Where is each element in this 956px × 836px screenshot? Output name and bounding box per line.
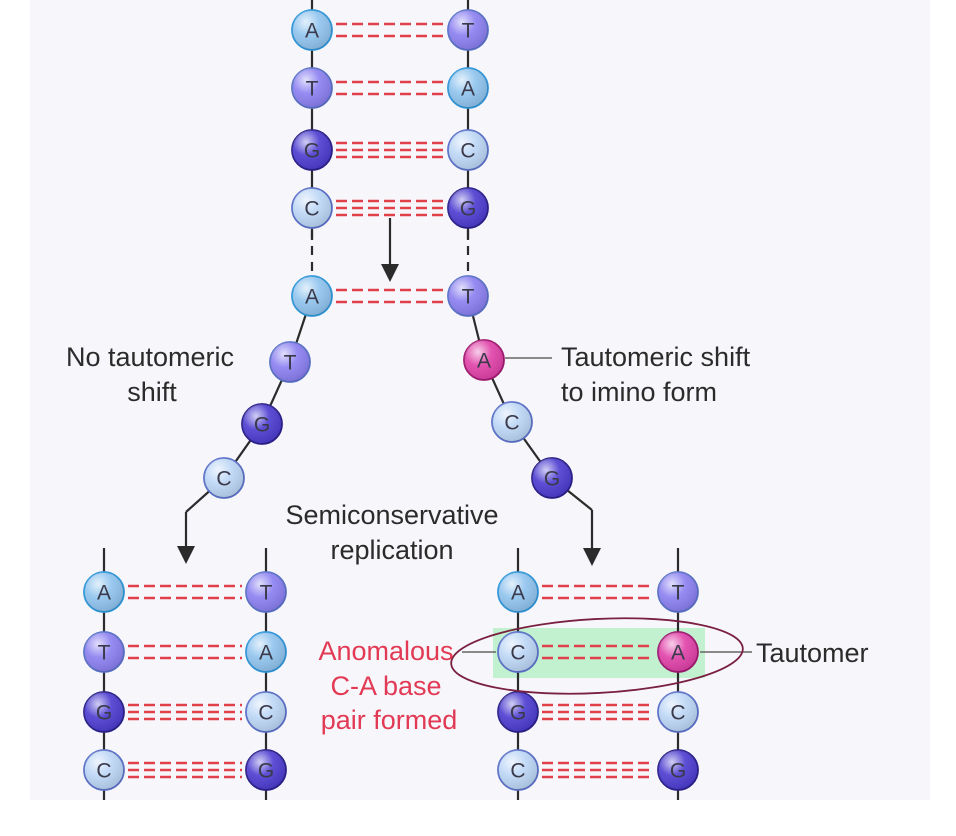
hydrogen-bonds xyxy=(128,22,654,779)
top-base-left-G: G xyxy=(291,129,333,171)
tautomeric-shift-label-line1: Tautomeric shift xyxy=(561,342,751,372)
base-letter: G xyxy=(670,760,686,783)
top-pair-bonds xyxy=(336,141,444,159)
left-daughter-base-left-G: G xyxy=(83,691,125,733)
left-daughter-base-right-A: A xyxy=(245,631,287,673)
top-pair-bonds xyxy=(336,80,444,96)
base-letter: G xyxy=(460,198,476,221)
base-letter: T xyxy=(462,20,475,43)
right-strand-base-A: A xyxy=(463,339,505,381)
top-base-left-C: C xyxy=(291,187,333,229)
fork-pair-bonds xyxy=(336,288,444,304)
top-base-right-G: G xyxy=(447,187,489,229)
base-letter: A xyxy=(477,350,491,373)
left-daughter-pair-bonds xyxy=(128,703,242,721)
top-base-left-A: A xyxy=(291,9,333,51)
base-letter: C xyxy=(216,468,231,491)
left-daughter-base-left-C: C xyxy=(83,749,125,791)
base-letter: C xyxy=(510,760,525,783)
top-base-right-T: T xyxy=(447,9,489,51)
fork-base-right: T xyxy=(447,275,489,317)
top-base-right-A: A xyxy=(447,67,489,109)
right-daughter-pair-bonds xyxy=(542,703,654,721)
right-daughter-pair-bonds xyxy=(542,584,654,600)
anomalous-label-line2: C-A base xyxy=(330,671,441,701)
left-daughter-base-right-T: T xyxy=(245,571,287,613)
left-daughter-base-left-A: A xyxy=(83,571,125,613)
top-base-left-T: T xyxy=(291,67,333,109)
semiconservative-label-line1: Semiconservative xyxy=(285,500,498,530)
right-daughter-base-left-A: A xyxy=(497,571,539,613)
base-letter: C xyxy=(510,642,525,665)
right-daughter-base-right-T: T xyxy=(657,571,699,613)
tautomeric-shift-label-line2: to imino form xyxy=(561,377,717,407)
base-letter: C xyxy=(96,760,111,783)
base-letter: A xyxy=(461,78,475,101)
top-pair-bonds xyxy=(336,22,444,38)
base-letter: G xyxy=(510,702,526,725)
left-strand-base-T: T xyxy=(269,341,311,383)
right-daughter-base-left-C: C xyxy=(497,631,539,673)
base-letter: C xyxy=(304,198,319,221)
base-letter: T xyxy=(672,582,685,605)
base-letter: A xyxy=(671,642,685,665)
anomalous-label-line3: pair formed xyxy=(321,705,458,735)
tautomer-label: Tautomer xyxy=(756,638,869,668)
base-letter: G xyxy=(544,468,560,491)
no-shift-label-line2: shift xyxy=(127,377,177,407)
left-daughter-base-right-G: G xyxy=(245,749,287,791)
top-base-right-C: C xyxy=(447,129,489,171)
base-letter: T xyxy=(306,78,319,101)
semiconservative-label-line2: replication xyxy=(330,535,453,565)
right-daughter-pair-bonds xyxy=(542,644,654,660)
anomalous-label-line1: Anomalous xyxy=(318,636,453,666)
arrows xyxy=(177,218,601,566)
base-letter: G xyxy=(254,414,270,437)
base-letter: A xyxy=(305,20,319,43)
base-letter: A xyxy=(305,286,319,309)
base-letter: G xyxy=(304,140,320,163)
right-strand-base-C: C xyxy=(491,401,533,443)
left-strand-base-C: C xyxy=(203,457,245,499)
left-daughter-base-left-T: T xyxy=(83,631,125,673)
replication-arrow-left xyxy=(177,512,195,564)
replication-arrow-right xyxy=(583,510,601,566)
base-letter: G xyxy=(96,702,112,725)
base-letter: T xyxy=(462,286,475,309)
right-daughter-pair-bonds xyxy=(542,761,654,779)
base-letter: T xyxy=(98,642,111,665)
top-pair-bonds xyxy=(336,199,444,217)
leader-lines xyxy=(462,357,752,653)
tautomer-pair-ellipse xyxy=(450,617,744,695)
base-letter: C xyxy=(460,140,475,163)
right-daughter-base-left-G: G xyxy=(497,691,539,733)
right-daughter-base-right-A: A xyxy=(657,631,699,673)
right-daughter-base-left-C: C xyxy=(497,749,539,791)
fork-base-left: A xyxy=(291,275,333,317)
base-letter: A xyxy=(259,642,273,665)
left-daughter-pair-bonds xyxy=(128,761,242,779)
right-daughter-base-right-C: C xyxy=(657,691,699,733)
base-letter: A xyxy=(511,582,525,605)
no-shift-label-line1: No tautomeric xyxy=(66,342,234,372)
base-letter: C xyxy=(670,702,685,725)
base-letter: A xyxy=(97,582,111,605)
base-letter: C xyxy=(504,412,519,435)
base-letter: G xyxy=(258,760,274,783)
base-letter: T xyxy=(284,352,297,375)
left-daughter-pair-bonds xyxy=(128,584,242,600)
right-strand-base-G: G xyxy=(531,457,573,499)
base-letter: T xyxy=(260,582,273,605)
left-daughter-base-right-C: C xyxy=(245,691,287,733)
replication-arrow-top xyxy=(381,218,399,282)
nucleotide-bases: A T T A G C C G A T T G C A C G A T T A G C C G A T C A G C C G xyxy=(83,9,699,791)
left-strand-base-G: G xyxy=(241,403,283,445)
right-daughter-base-right-G: G xyxy=(657,749,699,791)
base-letter: C xyxy=(258,702,273,725)
left-daughter-pair-bonds xyxy=(128,644,242,660)
